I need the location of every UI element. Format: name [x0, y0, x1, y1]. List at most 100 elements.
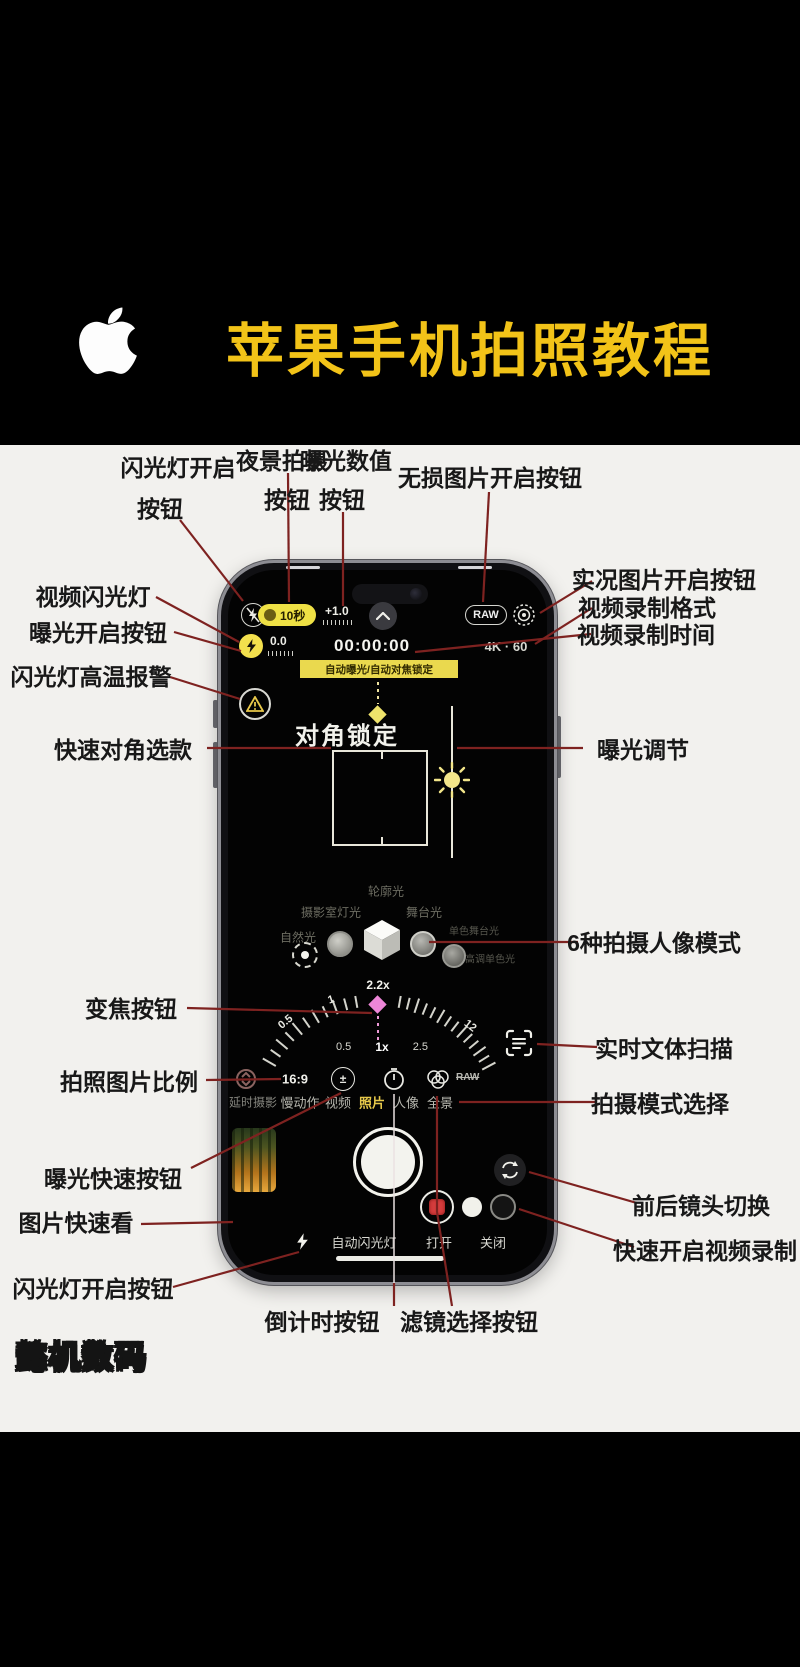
auto-flash-label[interactable]: 自动闪光灯	[331, 1235, 397, 1251]
mode-tab-video[interactable]: 视频	[324, 1095, 352, 1111]
zoom-preset-1x[interactable]: 1x	[375, 1040, 389, 1054]
portrait-mono-light-button[interactable]	[442, 944, 466, 968]
exposure-ruler	[323, 620, 355, 625]
aspect-ratio-button[interactable]: 16:9	[281, 1071, 309, 1087]
warning-triangle-icon	[246, 696, 264, 712]
callout-quick-focus: 快速对角选款	[54, 737, 192, 763]
raw-off-toggle[interactable]: RAW	[456, 1072, 480, 1083]
page-title: 苹果手机拍照教程	[225, 319, 714, 384]
dynamic-island	[352, 584, 428, 604]
close-label[interactable]: 关闭	[479, 1235, 507, 1251]
mode-tab-photo[interactable]: 照片	[358, 1095, 386, 1111]
volume-up-button[interactable]	[213, 700, 218, 728]
video-format[interactable]: 4K · 60	[484, 639, 528, 654]
callout-exposure-on: 曝光开启按钮	[29, 620, 167, 646]
timer-button[interactable]	[382, 1067, 406, 1091]
portrait-mode-natural-label: 自然光	[279, 930, 317, 945]
watermark: 懿机数码	[15, 1339, 148, 1376]
portrait-natural-light-button[interactable]	[292, 942, 318, 968]
shutter-inner	[361, 1135, 415, 1189]
filter-off-circle[interactable]	[490, 1194, 516, 1220]
photo-thumbnail[interactable]	[232, 1128, 276, 1192]
portrait-mode-stage-label: 舞台光	[405, 905, 443, 920]
mode-tab-pano[interactable]: 全景	[426, 1095, 454, 1111]
live-text-scan-button[interactable]	[504, 1028, 534, 1058]
filter-active-button[interactable]	[420, 1190, 454, 1224]
callout-flash-open-1: 闪光灯开启	[120, 455, 236, 481]
home-indicator[interactable]	[336, 1256, 444, 1261]
volume-down-button[interactable]	[213, 742, 218, 788]
callout-ev-1: 曝光数值	[300, 448, 392, 474]
mode-tab-slomo[interactable]: 慢动作	[280, 1095, 320, 1111]
callout-mode-select: 拍摄模式选择	[591, 1091, 729, 1117]
zoom-presets: 0.5 1x 2.5	[336, 1040, 428, 1054]
antenna-line	[458, 566, 492, 569]
live-photo-icon	[513, 604, 535, 626]
video-flash-button[interactable]	[239, 634, 263, 658]
apple-logo-icon	[79, 307, 137, 374]
bottom-black-band	[0, 1432, 800, 1667]
moon-icon	[264, 609, 276, 621]
callout-ev-2: 按钮	[319, 487, 365, 513]
focus-square[interactable]	[332, 750, 428, 846]
filters-button[interactable]	[425, 1069, 451, 1089]
flash-temp-warning-button[interactable]	[239, 688, 271, 720]
raw-button[interactable]: RAW	[465, 605, 507, 625]
portrait-stage-light-button[interactable]	[410, 931, 436, 957]
callout-video-time: 视频录制时间	[577, 622, 715, 648]
zoom-preset-2.5[interactable]: 2.5	[412, 1041, 428, 1053]
portrait-mode-studio-label: 摄影室灯光	[300, 905, 362, 920]
focus-tick	[381, 750, 383, 759]
lock-dotted-line	[377, 682, 379, 704]
flash-bolt-icon[interactable]	[296, 1233, 309, 1250]
live-photo-button[interactable]	[512, 603, 536, 627]
open-label[interactable]: 打开	[425, 1235, 453, 1251]
filter-white-dot[interactable]	[462, 1197, 482, 1217]
title-row: 苹果手机拍照教程	[0, 296, 800, 406]
mode-tab-portrait[interactable]: 人像	[392, 1095, 420, 1111]
flash-off-icon	[246, 607, 260, 623]
flip-arrows-icon	[502, 1161, 518, 1179]
portrait-studio-light-button[interactable]	[327, 931, 353, 957]
portrait-cube-icon[interactable]	[362, 918, 402, 962]
video-exposure-value[interactable]: 0.0	[270, 634, 287, 648]
exposure-quick-button[interactable]: ±	[331, 1067, 355, 1091]
focus-tick	[381, 837, 383, 846]
flip-dim-icon[interactable]	[234, 1067, 258, 1091]
mode-tab-timelapse[interactable]: 延时摄影	[228, 1095, 278, 1110]
selfie-camera-icon	[410, 588, 422, 600]
sun-icon[interactable]	[434, 762, 470, 798]
callout-quick-view: 图片快速看	[18, 1210, 134, 1236]
antenna-line	[286, 566, 320, 569]
chevron-up-icon	[376, 612, 390, 620]
callout-night-2: 按钮	[264, 487, 310, 513]
callout-exposure-adjust: 曝光调节	[597, 737, 689, 763]
filter-red-swatch	[429, 1199, 445, 1215]
camera-flip-button[interactable]	[494, 1154, 526, 1186]
ae-af-lock-banner: 自动曝光/自动对焦锁定	[300, 660, 458, 678]
callout-flash-open-2: 按钮	[137, 496, 183, 522]
portrait-mode-contour-label: 轮廓光	[367, 884, 405, 899]
night-mode-value: 10秒	[280, 608, 306, 623]
exposure-value-button[interactable]: +1.0	[325, 604, 349, 618]
callout-aspect-ratio: 拍照图片比例	[60, 1069, 198, 1095]
portrait-mode-mono-label: 单色舞台光	[449, 926, 499, 938]
night-mode-button[interactable]: 10秒	[258, 604, 316, 626]
callout-night-1: 夜景拍摄	[236, 448, 328, 474]
callout-video-format: 视频录制格式	[578, 595, 716, 621]
callout-live-photo: 实况图片开启按钮	[572, 567, 756, 593]
chevron-up-button[interactable]	[369, 602, 397, 630]
callout-live-text: 实时文体扫描	[595, 1036, 733, 1062]
natural-light-dot	[301, 951, 309, 959]
callout-video-flash: 视频闪光灯	[35, 584, 151, 610]
zoom-preset-0.5[interactable]: 0.5	[336, 1041, 352, 1053]
callout-raw: 无损图片开启按钮	[398, 465, 582, 491]
zoom-marker-dotted-line	[377, 1016, 379, 1044]
callout-filter-select: 滤镜选择按钮	[400, 1309, 538, 1335]
top-black-band	[0, 0, 800, 445]
callout-quick-video: 快速开启视频录制	[613, 1238, 797, 1264]
shutter-button[interactable]	[353, 1127, 423, 1197]
camera-screen: 10秒 +1.0 RAW 0.0 00:00:00 4K ·	[228, 570, 547, 1275]
callout-portrait-modes: 6种拍摄人像模式	[567, 930, 741, 956]
